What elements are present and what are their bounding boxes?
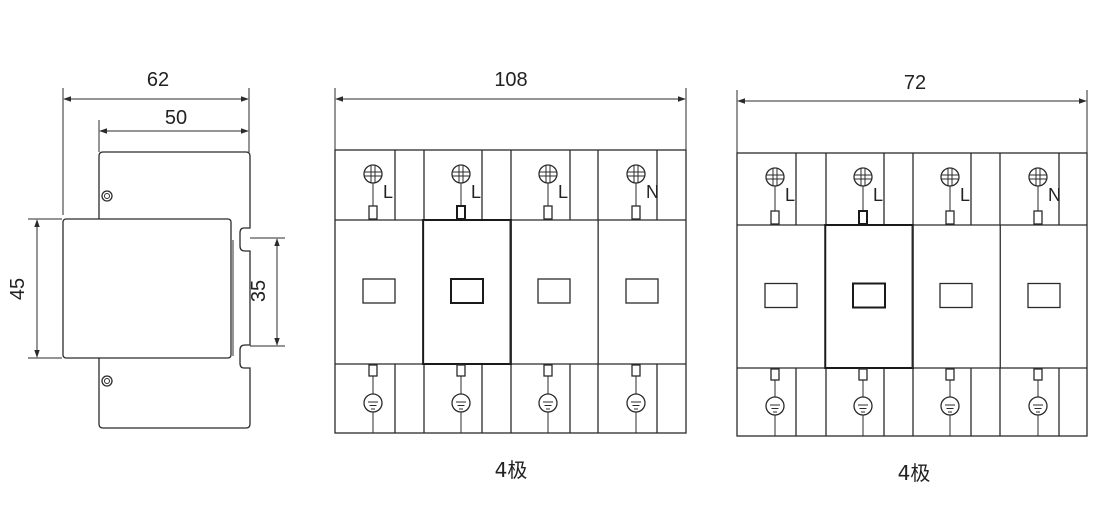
dim-35-text: 35	[248, 280, 270, 302]
front-view-1-caption: 4极	[495, 458, 528, 482]
dim-45-text: 45	[7, 278, 29, 300]
pole-label: L	[471, 182, 481, 202]
terminal-clip-top	[631, 205, 641, 220]
pole-label: L	[873, 185, 883, 205]
terminal-screw-top	[626, 164, 646, 184]
side-view: 62 50 45 35	[7, 69, 285, 429]
side-screw-top	[101, 190, 113, 202]
pole-label: N	[646, 182, 659, 202]
terminal-clip-bottom	[631, 364, 641, 377]
pole-module-raised	[824, 224, 914, 369]
pole-label: N	[1048, 185, 1061, 205]
pole-module-raised	[422, 219, 512, 365]
pole-indicator-window	[939, 282, 973, 309]
terminal-clip-bottom	[858, 368, 868, 381]
terminal-screw-top	[363, 164, 383, 184]
terminal-clip-top	[543, 205, 553, 220]
pole-label: L	[383, 182, 393, 202]
front-view-2: 72 L L L N 4极	[736, 72, 1088, 485]
pole-indicator-window	[852, 282, 886, 309]
dim-72-text: 72	[904, 72, 926, 94]
pole-indicator-window	[1027, 282, 1061, 309]
housing-outline	[736, 152, 1088, 437]
side-front-cover	[62, 218, 232, 359]
pole-indicator-window	[764, 282, 798, 309]
dim-62-text: 62	[147, 69, 169, 91]
pole-label: L	[785, 185, 795, 205]
terminal-clip-bottom	[368, 364, 378, 377]
front-view-1: 108 L L L N 4极	[334, 69, 687, 482]
pole-indicator-window	[537, 278, 571, 304]
terminal-clip-top	[368, 205, 378, 220]
dim-50-text: 50	[165, 107, 187, 129]
pole-label: L	[558, 182, 568, 202]
terminal-clip-top	[770, 210, 780, 225]
pole-indicator-window	[625, 278, 659, 304]
side-screw-bottom	[101, 375, 113, 387]
terminal-clip-bottom	[770, 368, 780, 381]
terminal-clip-top	[1033, 210, 1043, 225]
terminal-clip-top	[858, 210, 868, 225]
terminal-clip-bottom	[945, 368, 955, 381]
terminal-screw-top	[853, 167, 873, 187]
side-body-outline	[98, 151, 251, 429]
pole-indicator-window	[362, 278, 396, 304]
terminal-clip-bottom	[543, 364, 553, 377]
terminal-clip-bottom	[1033, 368, 1043, 381]
dim-108-text: 108	[494, 69, 527, 91]
pole-label: L	[960, 185, 970, 205]
terminal-screw-top	[451, 164, 471, 184]
terminal-screw-top	[765, 167, 785, 187]
front-view-2-caption: 4极	[898, 461, 931, 485]
terminal-screw-top	[538, 164, 558, 184]
terminal-screw-top	[940, 167, 960, 187]
terminal-clip-bottom	[456, 364, 466, 377]
pole-indicator-window	[450, 278, 484, 304]
terminal-screw-top	[1028, 167, 1048, 187]
terminal-clip-top	[945, 210, 955, 225]
terminal-clip-top	[456, 205, 466, 220]
